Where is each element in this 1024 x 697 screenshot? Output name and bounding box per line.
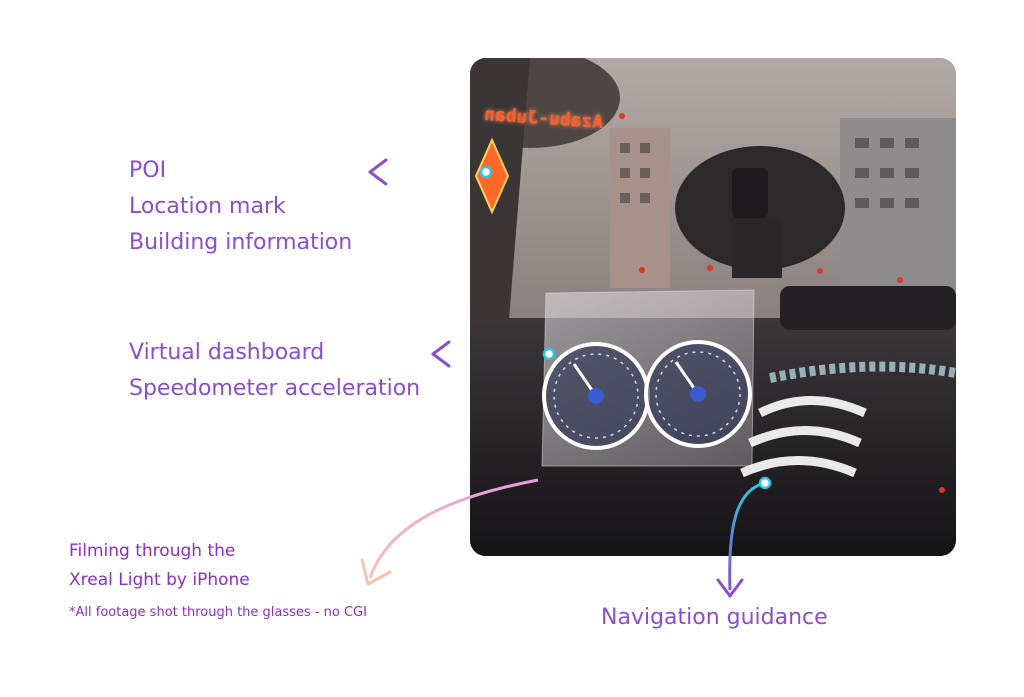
poi-line-1: POI: [129, 158, 167, 183]
photo-scene: [470, 58, 956, 556]
poi-line-3: Building information: [129, 230, 353, 255]
ar-glasses-photo: Azabu-Juban: [470, 58, 956, 556]
filming-line-2: Xreal Light by iPhone: [69, 570, 250, 590]
dashboard-label: Virtual dashboard Speedometer accelerati…: [129, 335, 420, 407]
dashboard-line-2: Speedometer acceleration: [129, 376, 421, 401]
poi-line-2: Location mark: [129, 194, 286, 219]
poi-label: POI Location mark Building information: [129, 153, 352, 261]
navigation-label: Navigation guidance: [601, 605, 828, 630]
filming-caption: Filming through the Xreal Light by iPhon…: [69, 537, 250, 595]
dashboard-line-1: Virtual dashboard: [129, 340, 325, 365]
filming-line-1: Filming through the: [69, 541, 236, 561]
filming-note: *All footage shot through the glasses - …: [69, 605, 367, 620]
